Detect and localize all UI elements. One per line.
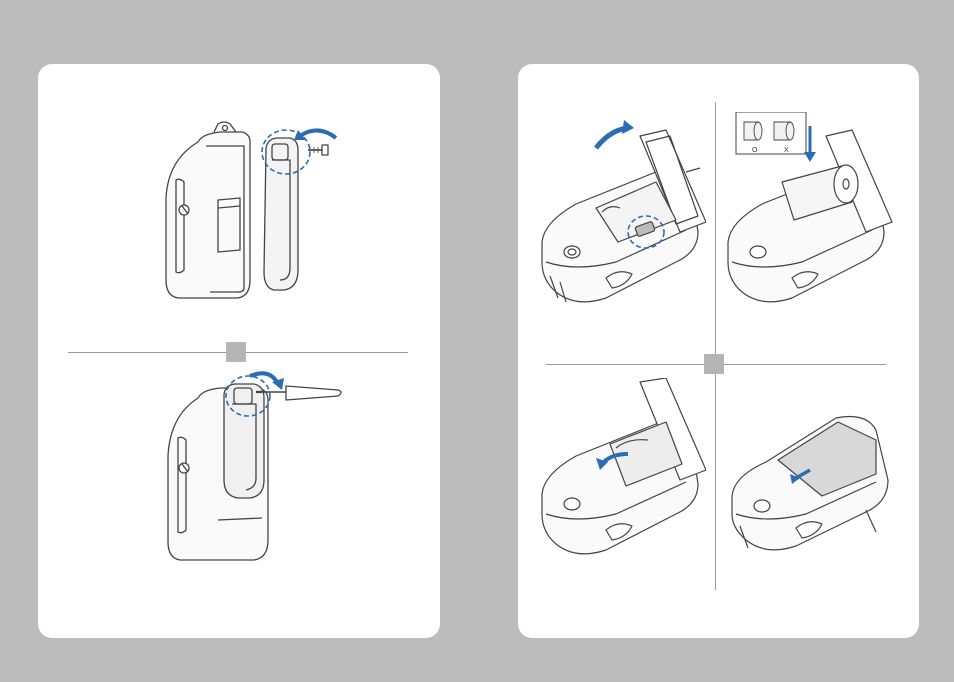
- paper-wrong-mark: X: [784, 147, 789, 154]
- step-marker-right: [704, 354, 724, 374]
- paper-roll-insert-illustration: O X: [722, 112, 898, 312]
- paper-correct-mark: O: [752, 147, 758, 154]
- screw-tightening-illustration: [158, 370, 358, 570]
- step-marker-left: [226, 342, 246, 362]
- printer-closed-illustration: [726, 410, 896, 560]
- cover-close-illustration: [536, 378, 706, 564]
- cover-open-illustration: [536, 112, 706, 312]
- right-vertical-separator: [715, 102, 716, 590]
- left-instruction-panel: [38, 64, 440, 638]
- right-instruction-panel: O X: [518, 64, 919, 638]
- belt-clip-removal-illustration: [158, 120, 358, 310]
